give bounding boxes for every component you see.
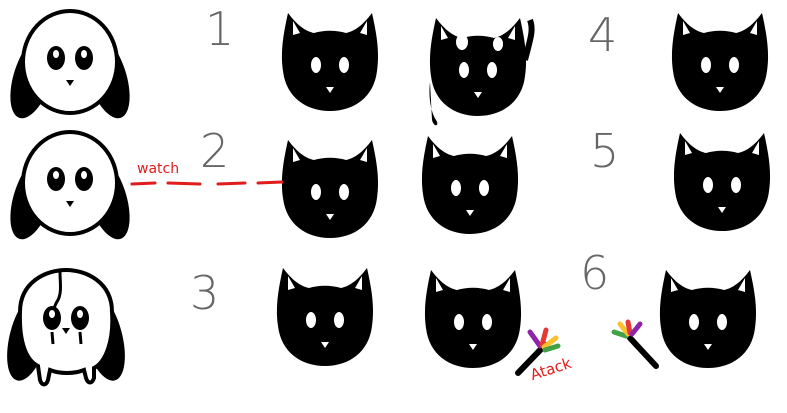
cat-face-icon [659, 270, 757, 368]
cat-face-icon [281, 13, 379, 111]
melting-cat-face-icon [429, 18, 535, 126]
label-number-3: 3 [190, 266, 220, 320]
panda-face-icon [0, 130, 141, 247]
label-number-2: 2 [200, 124, 230, 178]
cat-face-icon [673, 133, 771, 231]
melting-panda-face-icon [7, 267, 125, 387]
cat-face-icon [671, 13, 769, 111]
label-number-6: 6 [580, 246, 610, 300]
watch-annotation: watch [137, 161, 180, 177]
watch-dashed-line [130, 180, 284, 186]
cat-face-icon [276, 268, 374, 366]
magic-wand-icon [611, 319, 659, 369]
magic-wand-icon [515, 327, 561, 376]
label-number-4: 4 [588, 8, 618, 62]
label-number-5: 5 [590, 124, 620, 178]
panda-face-icon [0, 9, 141, 126]
cat-face-icon [281, 140, 379, 238]
cat-face-icon [421, 136, 519, 234]
label-number-1: 1 [205, 2, 235, 56]
cat-face-icon [424, 270, 522, 368]
